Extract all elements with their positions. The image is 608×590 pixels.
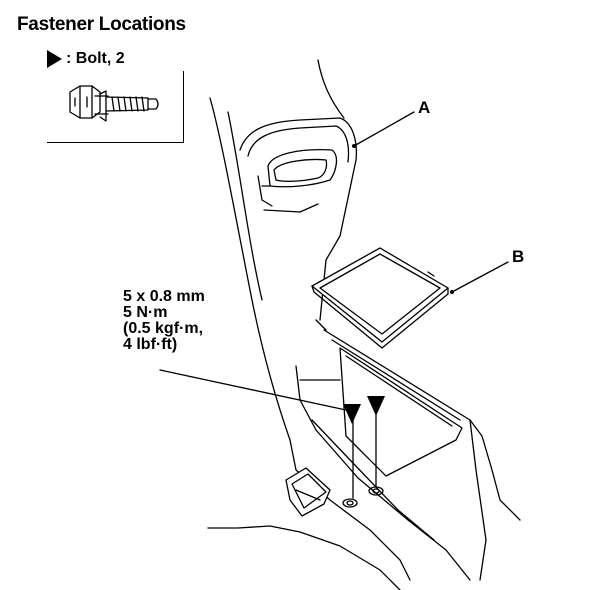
- bolt-icon: [69, 85, 159, 122]
- legend-box: [47, 71, 184, 143]
- bolt-marker-left: [343, 404, 361, 424]
- callout-a-label: A: [418, 98, 431, 117]
- legend-bolt: : Bolt, 2: [47, 50, 125, 68]
- spec-lbfft: 4 lbf·ft): [123, 336, 178, 353]
- callout-a-leader: [353, 111, 415, 147]
- lid-b: [311, 247, 449, 343]
- spec-size: 5 x 0.8 mm: [123, 288, 205, 305]
- left-trim-line: [209, 97, 291, 441]
- bolt-marker-right: [367, 396, 385, 416]
- legend-bolt-label: : Bolt, 2: [66, 50, 125, 67]
- callout-b-leader: [451, 261, 509, 293]
- spec-leader-line: [159, 369, 347, 411]
- callout-b-label: B: [512, 247, 525, 266]
- spec-nm: 5 N·m: [123, 304, 168, 321]
- diagram-title: Fastener Locations: [17, 14, 186, 35]
- torque-spec: 5 x 0.8 mm 5 N·m (0.5 kgf·m, 4 lbf·ft): [123, 289, 205, 353]
- triangle-marker-icon: [47, 50, 62, 68]
- spec-kgfm: (0.5 kgf·m,: [123, 320, 204, 337]
